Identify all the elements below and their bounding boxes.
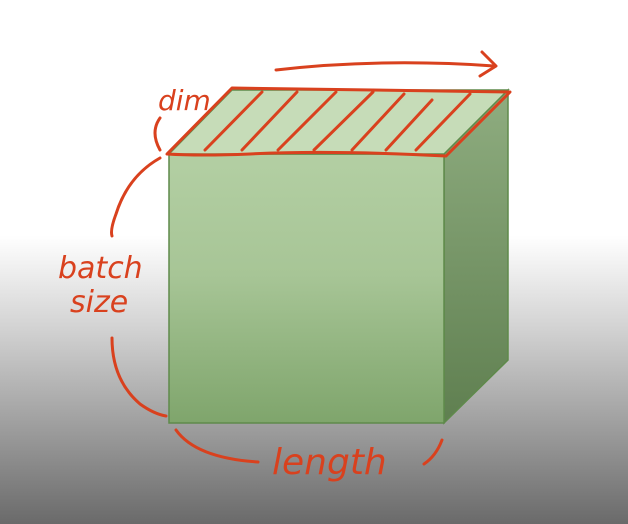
- dim-slice-hatching: [203, 90, 472, 152]
- dim-label: dim: [158, 84, 211, 117]
- length-label: length: [272, 442, 387, 483]
- dim-slice-outline: [165, 86, 512, 158]
- hatch-line: [240, 90, 299, 152]
- batch-label: batch: [58, 251, 143, 286]
- length-brace-right: [422, 438, 444, 466]
- dim-arrow: [274, 50, 498, 78]
- length-brace-left: [174, 428, 260, 464]
- hatch-line: [276, 90, 338, 152]
- size-label: size: [70, 285, 128, 320]
- hatch-line: [312, 90, 375, 152]
- batch-size-brace-upper: [110, 156, 162, 238]
- batch-size-brace-lower: [110, 336, 168, 418]
- hatch-line: [203, 90, 264, 152]
- hatch-line: [350, 92, 406, 152]
- hatch-line: [384, 98, 434, 152]
- hatch-line: [414, 92, 472, 152]
- cube-front-face: [168, 153, 445, 424]
- dim-bracket: [153, 116, 162, 152]
